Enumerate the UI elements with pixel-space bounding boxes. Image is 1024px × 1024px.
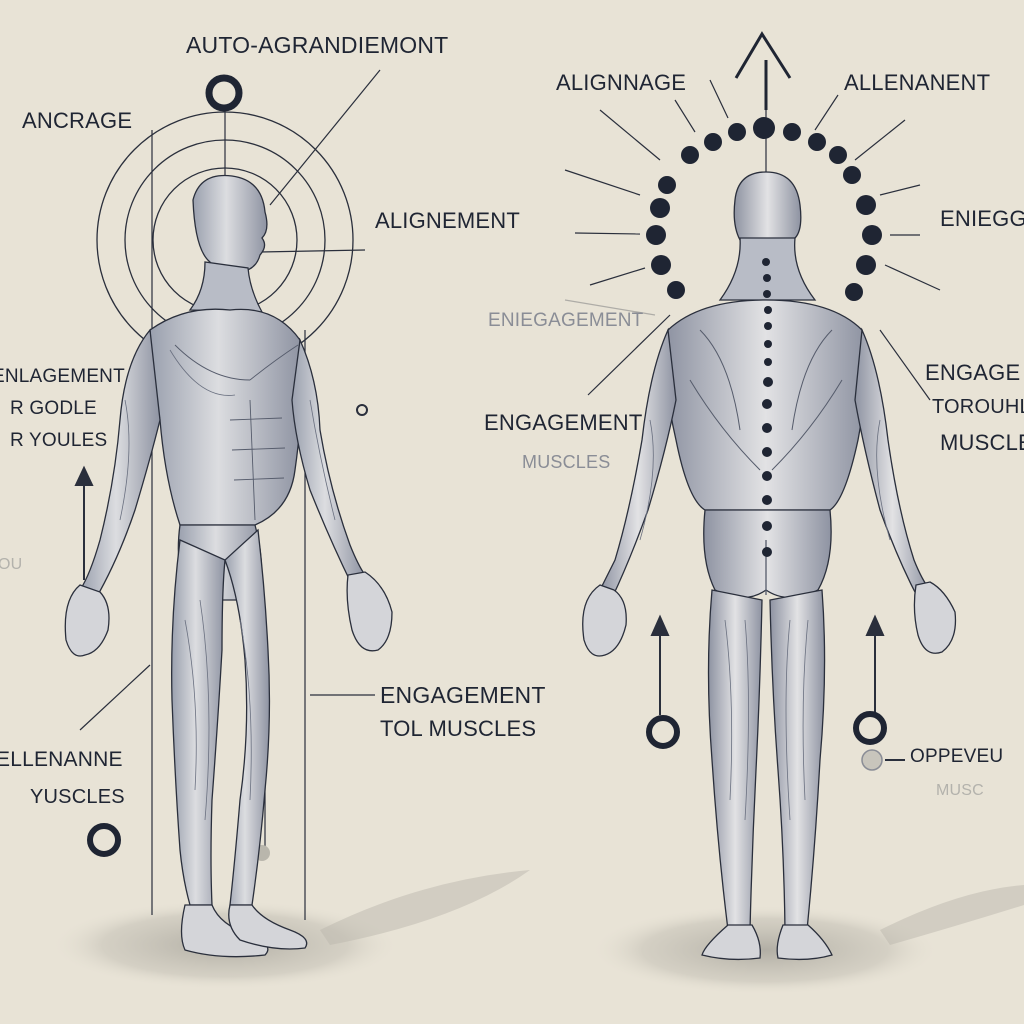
right-ring-marker-right: [853, 711, 887, 745]
halo-rays: [564, 79, 941, 401]
label-right-engage-2: TOROUHL: [932, 396, 1024, 418]
label-oppeveu-2: MUSC: [936, 782, 984, 799]
label-allenanent: ALLENANENT: [844, 70, 991, 95]
spine-dots: [762, 258, 773, 557]
right-ring-marker-left: [646, 715, 680, 749]
label-left-side-3: R YOULES: [10, 430, 108, 451]
label-right-engage-3: MUSCLE: [940, 430, 1024, 455]
back-anatomy-figure: [582, 171, 957, 961]
label-alignnage: ALIGNNAGE: [556, 70, 687, 95]
label-engagement-bottom-2: TOL MUSCLES: [380, 716, 537, 741]
right-floor-shadow: [590, 905, 940, 995]
label-left-side-faint: OU: [0, 556, 23, 573]
label-right-engage-1: ENGAGE: [925, 360, 1021, 385]
label-alignement-left: ALIGNEMENT: [375, 208, 521, 233]
label-eniegagement: ENIEGAGEMENT: [488, 310, 644, 331]
label-engagement-mid-1: ENGAGEMENT: [484, 410, 643, 435]
front-anatomy-figure: [64, 174, 393, 958]
bottom-left-ring-marker: [87, 823, 121, 857]
label-engagement-mid-2: MUSCLES: [522, 452, 611, 472]
halo-dots: [646, 117, 882, 301]
label-oppeveu-1: OPPEVEU: [910, 746, 1004, 767]
right-up-arrows: [650, 614, 905, 761]
label-auto-agrandissement: AUTO-AGRANDIEMONT: [186, 32, 449, 58]
left-leader-lines: [79, 69, 381, 731]
pin-marker: [356, 404, 368, 416]
top-up-arrow: [734, 31, 792, 110]
label-left-side-2: R GODLE: [10, 398, 97, 419]
left-up-arrow: [74, 465, 94, 580]
right-ring-small: [861, 749, 883, 771]
label-engagement-bottom-1: ENGAGEMENT: [380, 682, 546, 708]
label-left-side-1: ENLAGEMENT: [0, 366, 125, 387]
label-ancrage: ANCRAGE: [22, 108, 133, 133]
label-ellenanne-1: ELLENANNE: [0, 748, 123, 771]
top-ring-marker: [205, 74, 243, 112]
shadow-streak-right: [880, 885, 1024, 945]
shadow-streak: [320, 870, 530, 945]
label-ellenanne-2: YUSCLES: [30, 786, 125, 808]
